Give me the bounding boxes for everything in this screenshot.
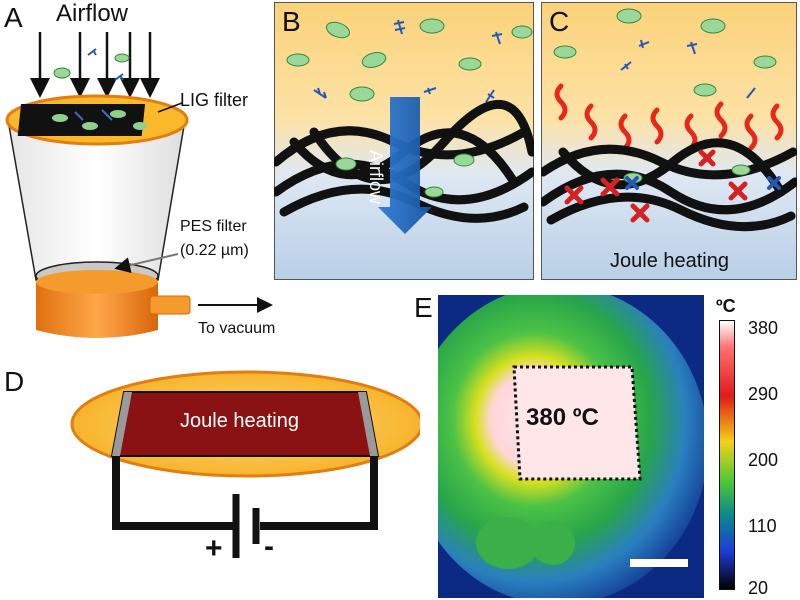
- colorbar-tick-290: 290: [748, 384, 779, 404]
- colorbar-tick-20: 20: [748, 578, 769, 598]
- panel-letter-a: A: [4, 2, 23, 33]
- colorbar-unit: ºC: [716, 296, 736, 316]
- airflow-label: Airflow: [56, 0, 129, 27]
- colorbar-tick-200: 200: [748, 450, 779, 470]
- battery-plus-label: +: [205, 532, 223, 565]
- panel-letter-c: C: [549, 6, 570, 37]
- heater-label: Joule heating: [180, 410, 299, 432]
- temperature-label: 380 ºC: [526, 404, 599, 431]
- panel-c-joule-heating-diagram: [541, 2, 797, 280]
- filter-funnel-illustration: [5, 32, 273, 338]
- colorbar-tick-380: 380: [748, 318, 779, 338]
- panel-b-filtration-diagram: [274, 2, 534, 280]
- joule-heating-caption: Joule heating: [610, 250, 729, 272]
- colorbar-tick-110: 110: [748, 516, 777, 536]
- airflow-arrow-label: Airflow: [366, 150, 386, 205]
- panel-letter-d: D: [4, 366, 25, 397]
- pes-filter-size-label: (0.22 µm): [180, 242, 249, 259]
- battery-minus-label: -: [264, 530, 274, 563]
- panel-letter-b: B: [282, 6, 301, 37]
- thermal-image: [438, 295, 704, 598]
- heater-circuit-diagram: [70, 370, 420, 558]
- pes-filter-label: PES filter: [180, 218, 247, 235]
- lig-filter-label: LIG filter: [180, 90, 249, 110]
- colorbar: [719, 320, 735, 590]
- vacuum-label: To vacuum: [198, 320, 276, 337]
- panel-letter-e: E: [414, 292, 433, 323]
- airflow-arrows: [30, 32, 160, 98]
